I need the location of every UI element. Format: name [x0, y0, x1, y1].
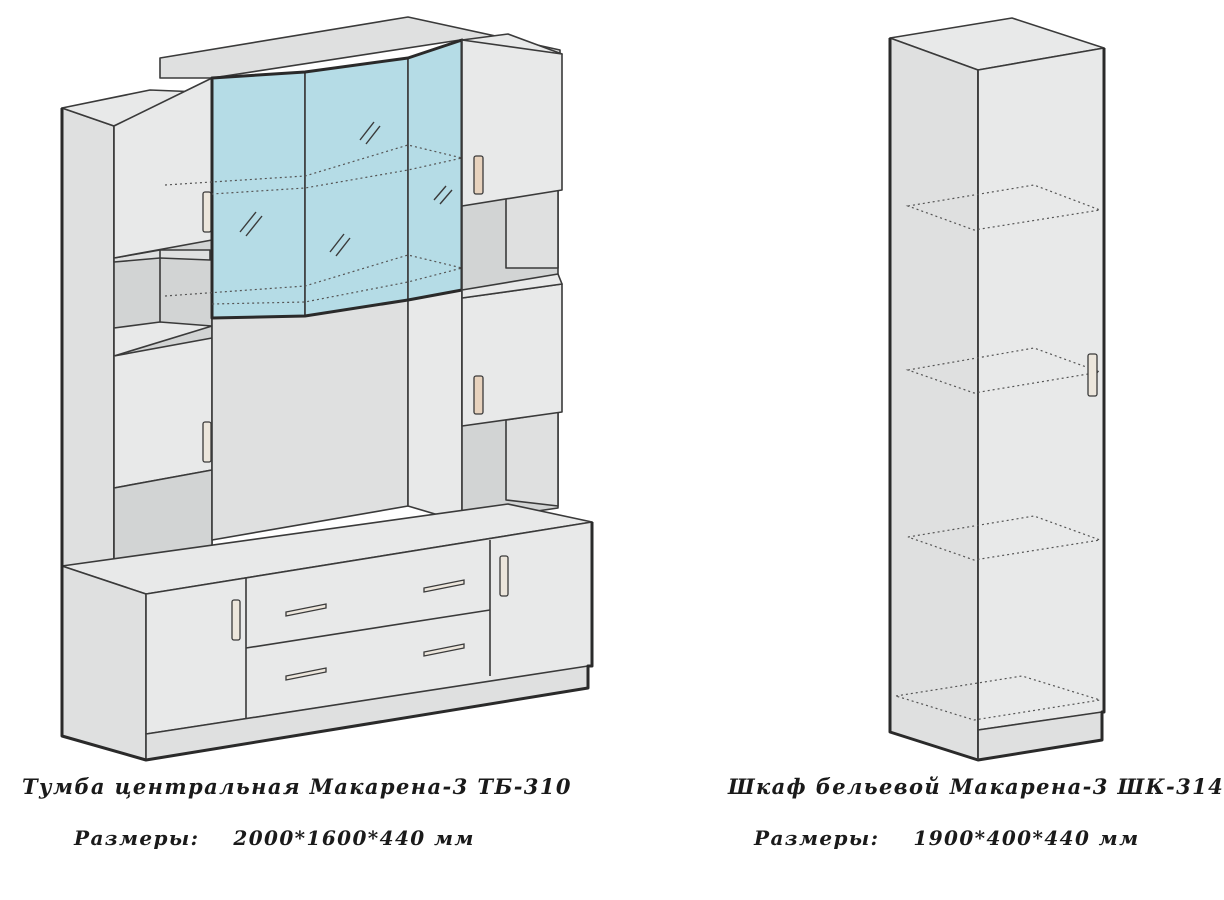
product-2-dimensions: Размеры: 1900*400*440 мм: [754, 826, 1140, 850]
right-niche-1: [505, 189, 559, 269]
right-upper-door: [461, 39, 563, 207]
glass-panel-center: [304, 57, 409, 317]
wardrobe-shelf-3: [907, 515, 1103, 561]
glass-panel-left: [211, 71, 306, 319]
base-left-side: [61, 565, 147, 761]
right-lower-door-handle: [473, 375, 484, 415]
base-left-door-handle: [231, 599, 241, 641]
left-lower-door: [113, 337, 213, 489]
wardrobe-shelf-bottom: [895, 675, 1101, 721]
base-right-door-handle: [499, 555, 509, 597]
drawer-handles: [285, 579, 465, 681]
tv-wall-unit-illustration: [60, 16, 594, 762]
center-right-board: [407, 289, 463, 523]
product-2-title: Шкаф бельевой Макарена-3 ШК-314: [728, 774, 1224, 799]
right-mid-shelf: [461, 273, 563, 299]
left-upper-door-handle: [202, 191, 212, 233]
wardrobe-door: [977, 47, 1105, 731]
wardrobe-door-handle: [1087, 353, 1098, 397]
wardrobe-shelf-2: [905, 347, 1103, 394]
center-back-panel: [211, 299, 409, 541]
product-2-size-label: Размеры:: [754, 826, 880, 850]
product-1-title: Тумба центральная Макарена-3 ТБ-310: [22, 774, 572, 799]
wardrobe-side: [889, 37, 979, 761]
wardrobe-illustration: [888, 17, 1106, 762]
wardrobe-shelf-1: [905, 184, 1103, 231]
glass-glare-marks: [239, 121, 453, 257]
product-1-size-value: 2000*1600*440 мм: [233, 826, 475, 850]
product-1-dimensions: Размеры: 2000*1600*440 мм: [74, 826, 475, 850]
product-2-size-value: 1900*400*440 мм: [913, 826, 1140, 850]
left-lower-door-handle: [202, 421, 212, 463]
right-niche-2: [505, 411, 559, 507]
left-side-panel: [61, 107, 115, 584]
right-upper-door-handle: [473, 155, 484, 195]
product-1-size-label: Размеры:: [74, 826, 200, 850]
